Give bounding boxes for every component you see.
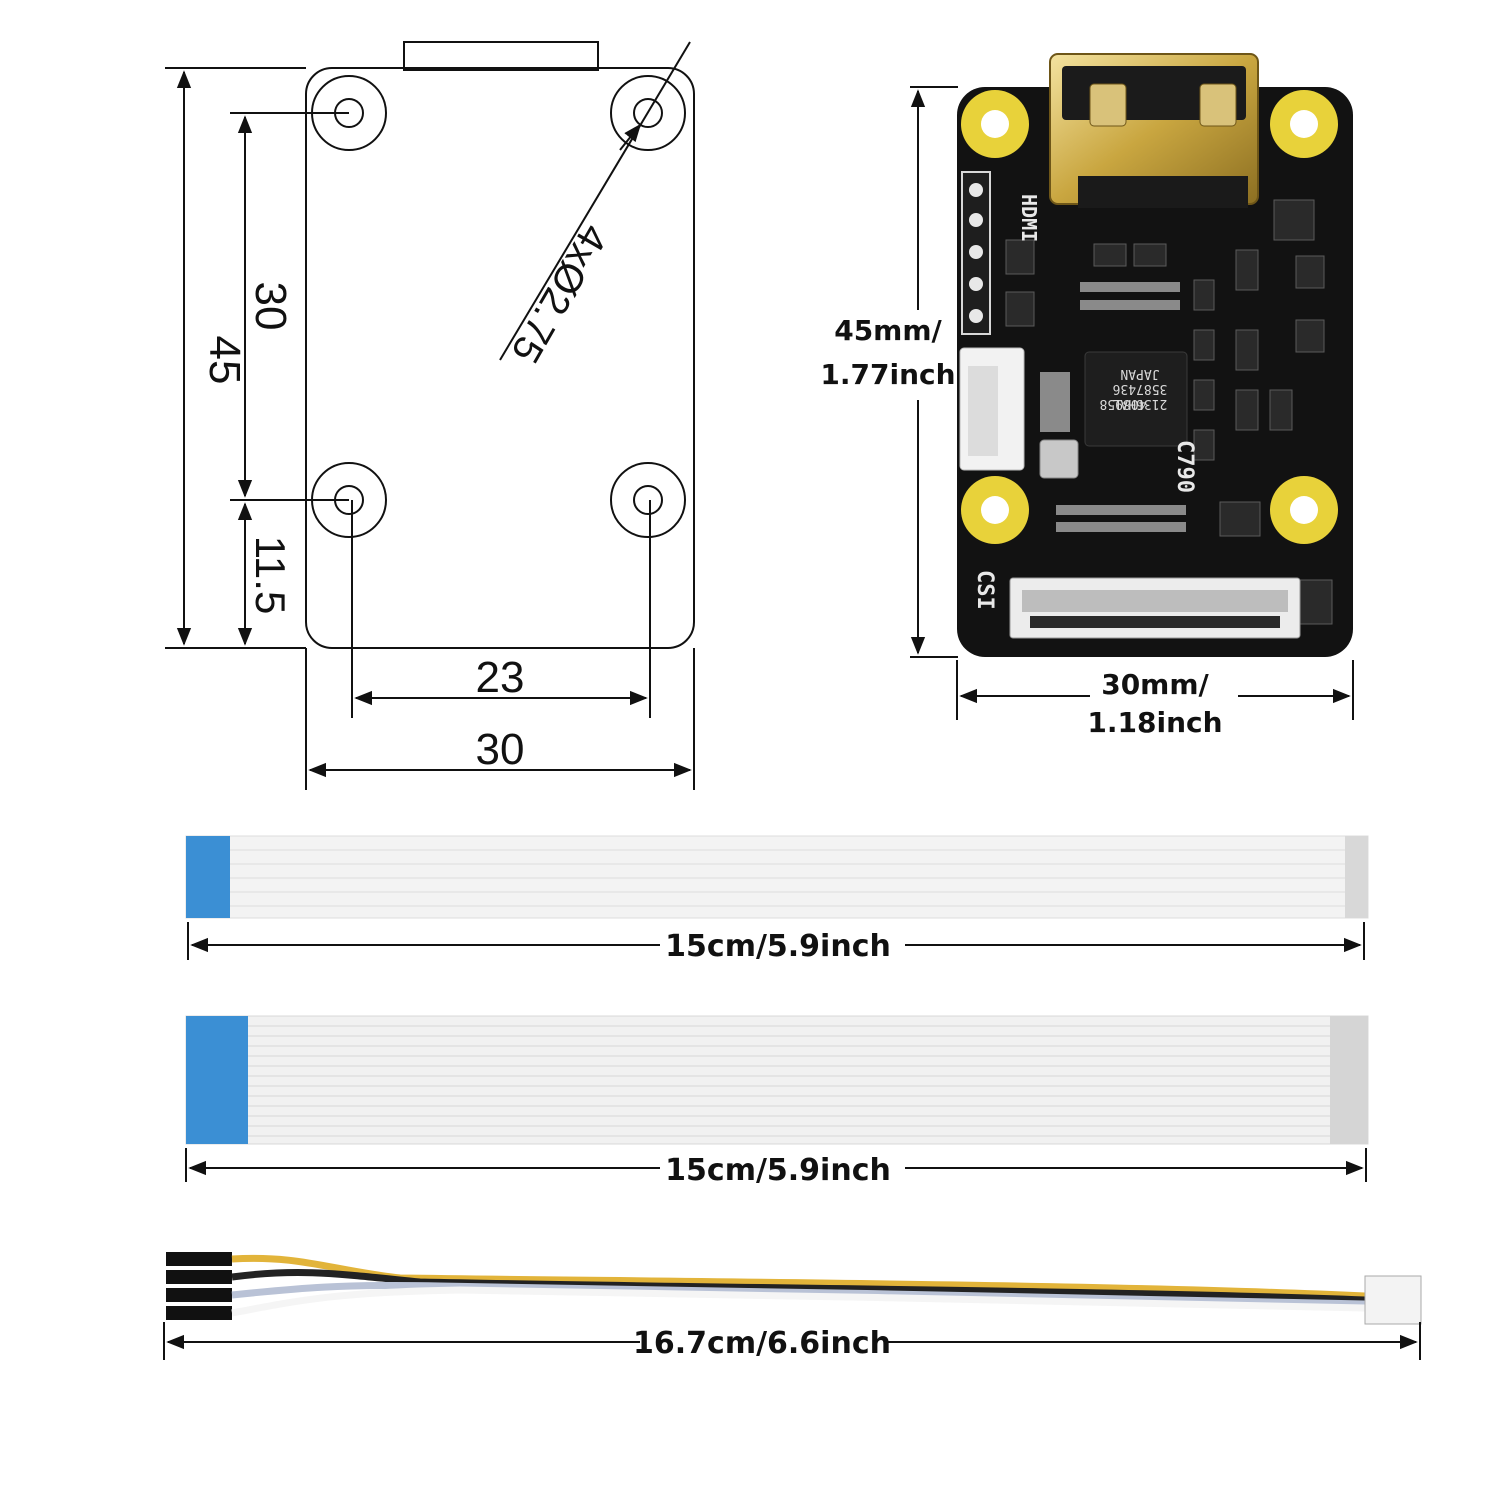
dim-45-label: 45 [200,336,249,385]
chip-marking-line-2: 3587436 [1113,381,1168,396]
board-height-inch: 1.77inch [820,358,955,391]
silkscreen-hdmi: HDMI [1017,194,1041,242]
ffc-cable-wide [185,1015,1369,1145]
hole-spec-label: 4xØ2.75 [502,217,616,370]
mounting-pad [961,90,1029,158]
ffc1-length-label: 15cm/5.9inch [665,929,891,964]
hole-leader-line [499,41,691,361]
mounting-hole [610,75,686,151]
board-width-mm: 30mm/ [1101,668,1209,701]
dim-30-vertical-label: 30 [246,282,295,331]
dupont-connectors [166,1252,232,1320]
chip-marking-line-1: 408958 [1100,396,1147,411]
bridge-chip: 408958 3587436 2136HAL JAPAN [1084,351,1188,447]
mounting-pad [1270,90,1338,158]
hdmi-connector [1049,53,1259,208]
smd-components [1005,199,1333,625]
silkscreen-csi: CSI [972,570,997,610]
ffc2-contacts [1330,1016,1368,1144]
smd-resistor-array [1040,282,1186,532]
csi-fpc-connector [1009,577,1301,639]
wire-length-label: 16.7cm/6.6inch [633,1326,891,1361]
chip-marking-line-3: 2136HAL [1112,396,1167,411]
ffc-cable-thin [185,835,1369,919]
pin-header [961,171,991,335]
ffc-stiffener-blue [186,836,230,918]
mounting-pad [961,476,1029,544]
dim-11-5-label: 11.5 [247,536,294,615]
crystal-oscillator [1039,439,1079,479]
jumper-wire-cable [166,1252,1422,1325]
chip-marking-line-4: JAPAN [1120,366,1159,381]
connector-tab-outline [403,41,599,71]
ffc2-length-label: 15cm/5.9inch [665,1153,891,1188]
dim-23-label: 23 [476,653,525,702]
mounting-hole [610,462,686,538]
mechanical-drawing [165,41,695,790]
ffc-contacts [1345,836,1368,918]
ffc2-stiffener-blue [186,1016,248,1144]
board-width-inch: 1.18inch [1087,706,1222,739]
silkscreen-c790: C790 [1172,440,1197,493]
board-height-mm: 45mm/ [834,314,942,347]
board-outline [305,67,695,649]
jst-plug [1364,1275,1422,1325]
mounting-pad [1270,476,1338,544]
dim-30-horizontal-label: 30 [476,725,525,774]
jst-connector [959,347,1025,471]
pcb-board: 408958 3587436 2136HAL JAPAN [957,53,1353,657]
